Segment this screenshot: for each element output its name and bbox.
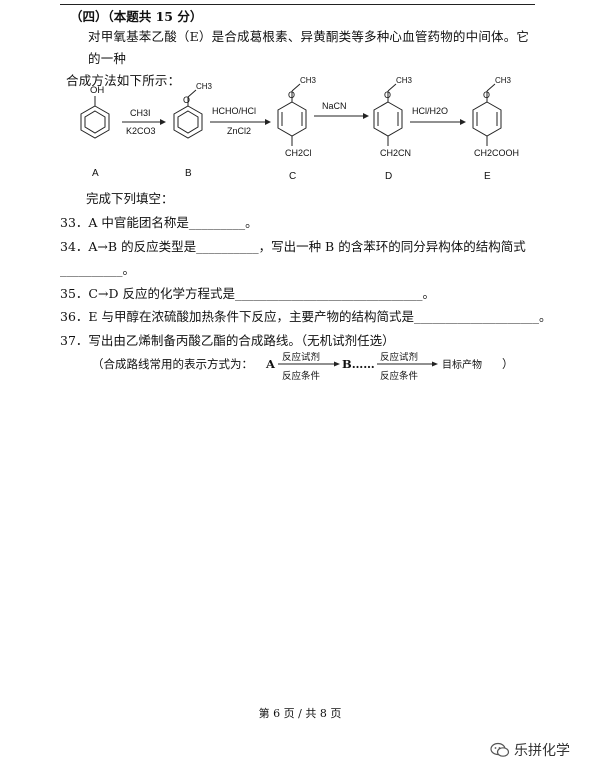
svg-text:O: O	[483, 90, 490, 100]
wechat-icon	[490, 742, 510, 757]
route-reagent-1: 反应试剂	[282, 352, 320, 363]
route-notation: （合成路线常用的表示方式为： A 反应试剂 反应条件 B…… 反应试剂 反应条件…	[92, 352, 514, 382]
sub-c-bottom: CH2Cl	[285, 148, 312, 158]
question-34-line-1: 34．A→B 的反应类型是__________，写出一种 B 的含苯环的同分异构…	[60, 239, 526, 254]
intro-line-2: 合成方法如下所示：	[66, 73, 181, 88]
question-33: 33．A 中官能团名称是_________。	[60, 215, 258, 230]
question-36: 36．E 与甲醇在浓硫酸加热条件下反应，主要产物的结构简式是__________…	[60, 309, 552, 324]
sub-b-top: CH3	[196, 82, 213, 91]
svg-text:O: O	[288, 90, 295, 100]
arrow-2-above: HCHO/HCl	[212, 106, 256, 116]
label-b: B	[185, 168, 192, 179]
route-end: 目标产物	[442, 358, 482, 371]
arrow-1-below: K2CO3	[126, 126, 156, 136]
section-title: （四）（本题共 15 分）	[70, 9, 203, 24]
molecule-e	[472, 83, 502, 146]
molecule-c	[277, 83, 307, 146]
top-rule	[60, 4, 535, 5]
sub-b-o: O	[183, 95, 190, 105]
watermark: 乐拼化学	[490, 740, 570, 760]
sub-d-bottom: CH2CN	[380, 148, 411, 158]
label-c: C	[289, 171, 296, 182]
sub-a-top: OH	[90, 85, 104, 96]
route-condition-1: 反应条件	[282, 370, 321, 382]
question-35: 35．C→D 反应的化学方程式是________________________…	[60, 286, 435, 301]
question-37: 37．写出由乙烯制备丙酸乙酯的合成路线。（无机试剂任选）	[60, 333, 395, 348]
synthesis-scheme: OH O CH3 O CH3 CH2Cl O CH3 CH2CN O CH3 C…	[80, 76, 519, 182]
watermark-text: 乐拼化学	[514, 743, 570, 759]
label-a: A	[92, 168, 99, 179]
intro-paragraph: 对甲氧基苯乙酸（E）是合成葛根素、异黄酮类等多种心血管药物的中间体。它的一种 合…	[66, 26, 541, 92]
arrow-3-above: NaCN	[322, 101, 347, 111]
route-start: A	[265, 357, 276, 371]
page-footer: 第 6 页 / 共 8 页	[258, 707, 342, 720]
molecule-a	[80, 96, 110, 139]
arrow-4-above: HCl/H2O	[412, 106, 448, 116]
route-reagent-2: 反应试剂	[380, 352, 418, 363]
arrow-2-below: ZnCl2	[227, 126, 251, 136]
sub-c-top: CH3	[300, 76, 317, 85]
route-prefix: （合成路线常用的表示方式为：	[92, 357, 253, 371]
sub-e-bottom: CH2COOH	[474, 148, 519, 158]
route-suffix: ）	[502, 357, 514, 371]
sub-d-top: CH3	[396, 76, 413, 85]
fill-intro: 完成下列填空：	[86, 191, 174, 206]
sub-e-top: CH3	[495, 76, 512, 85]
arrow-1-above: CH3I	[130, 108, 151, 118]
molecule-b	[173, 89, 203, 139]
molecule-d	[373, 83, 403, 146]
route-condition-2: 反应条件	[380, 370, 419, 382]
svg-text:O: O	[384, 90, 391, 100]
label-d: D	[385, 171, 392, 182]
route-middle: B……	[342, 357, 375, 371]
question-34-line-2: __________。	[60, 262, 136, 277]
label-e: E	[484, 171, 491, 182]
intro-line-1: 对甲氧基苯乙酸（E）是合成葛根素、异黄酮类等多种心血管药物的中间体。它的一种	[88, 29, 530, 66]
